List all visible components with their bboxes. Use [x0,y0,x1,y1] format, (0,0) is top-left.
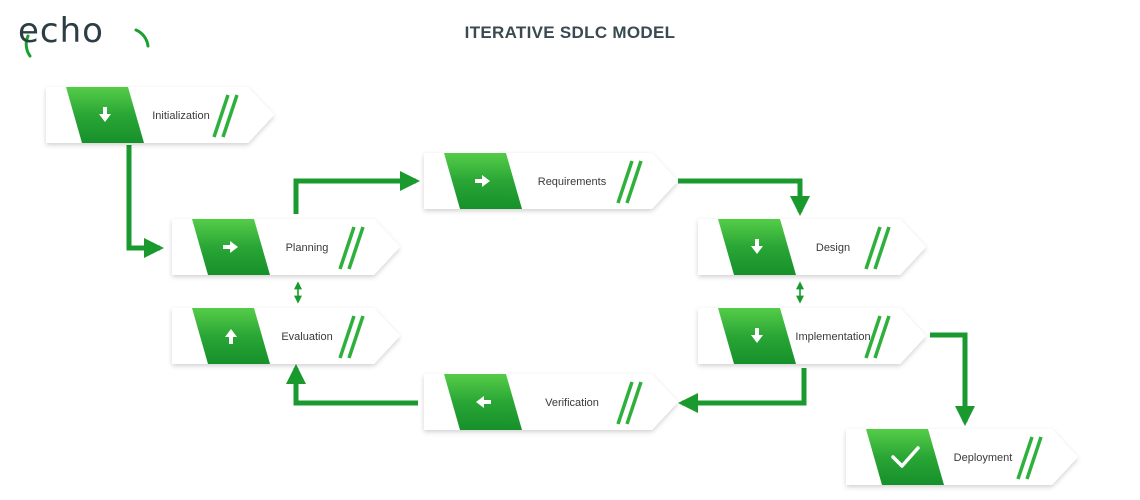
node-requirements: Requirements [424,153,678,209]
stripe-decoration [338,315,356,359]
stripe-decoration [864,315,882,359]
stripe-decoration [338,226,356,270]
page-title: ITERATIVE SDLC MODEL [464,23,676,42]
stripe-decoration [212,94,230,138]
connectors [126,145,975,426]
stripe-decoration [625,160,643,204]
node-planning: Planning [172,219,400,275]
node-initialization: Initialization [46,87,274,143]
node-deployment: Deployment [846,429,1078,485]
logo: echo [18,11,104,51]
node-label: Deployment [954,452,1013,464]
stripe-decoration [1016,436,1034,480]
connector-planning-requirements [293,171,420,214]
stripe-decoration [873,315,891,359]
stripe-decoration [1025,436,1043,480]
node-label: Initialization [152,110,209,122]
stripe-decoration [616,160,634,204]
connector-implementation-deployment [930,332,975,426]
connector-requirements-design [678,178,810,216]
stripe-decoration [864,226,882,270]
stripe-decoration [616,381,634,425]
connector-initialization-planning [126,145,164,258]
arrow-left-icon [476,396,491,408]
arrow-right-icon [223,241,238,253]
arrow-down-icon [99,107,111,122]
connector-verification-evaluation [286,364,418,406]
stripe-decoration [625,381,643,425]
stripe-decoration [347,226,365,270]
check-icon [891,446,920,468]
node-verification: Verification [424,374,678,430]
node-implementation: Implementation [698,308,926,364]
stripe-decoration [873,226,891,270]
node-design: Design [698,219,926,275]
arrow-right-icon [475,175,490,187]
arrow-down-icon [751,328,763,343]
logo-arc [24,28,150,58]
stripe-decoration [221,94,239,138]
node-label: Verification [545,397,599,409]
stripe-decoration [347,315,365,359]
node-label: Requirements [538,176,607,188]
node-label: Evaluation [281,331,332,343]
node-evaluation: Evaluation [172,308,400,364]
node-label: Design [816,242,850,254]
arrow-down-icon [751,239,763,254]
node-label: Planning [286,242,329,254]
connector-implementation-verification [678,368,807,413]
node-label: Implementation [795,331,870,343]
arrow-up-icon [225,329,237,344]
node-band [866,429,944,485]
